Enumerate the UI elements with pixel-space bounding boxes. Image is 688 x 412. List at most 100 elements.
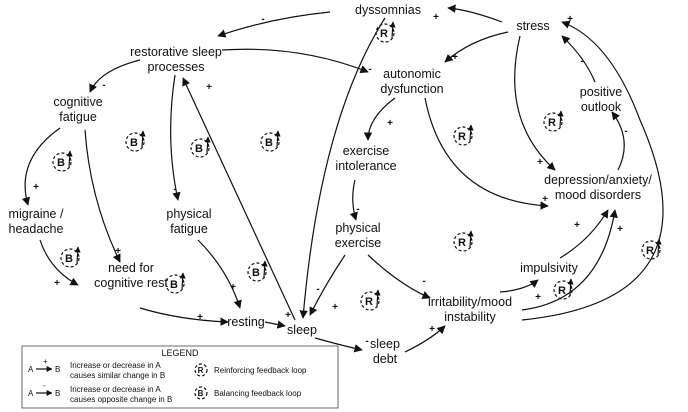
node-restorative-line1: restorative sleep [130, 45, 222, 59]
edges [21, 4, 664, 353]
node-debt-line1: sleep [370, 337, 400, 351]
loop-balancing-1: B [125, 130, 146, 152]
edge-stress-depression [514, 35, 556, 171]
svg-text:B: B [252, 267, 260, 279]
legend-pos-text-2: causes similar change in B [70, 371, 165, 380]
svg-text:+: + [617, 224, 623, 235]
loop-balancing-4: B [52, 150, 73, 172]
svg-text:B: B [195, 143, 203, 155]
node-exintol-line2: intolerance [335, 159, 396, 173]
node-impulsivity: impulsivity [520, 261, 578, 275]
node-stress: stress [516, 19, 549, 33]
svg-text:+: + [542, 194, 548, 205]
loop-reinforcing-4: R [453, 230, 474, 252]
edge-irrit-impuls [499, 279, 539, 293]
node-physfat-line1: physical [166, 207, 211, 221]
node-irrit-line2: instability [444, 310, 496, 324]
node-outlook-line1: positive [580, 85, 622, 99]
node-exintol-line1: exercise [343, 144, 390, 158]
legend-pos-b: B [55, 365, 60, 374]
edge-physex-irrit [367, 254, 431, 299]
svg-text:-: - [316, 284, 319, 295]
polarity-signs: + - + + - - + + + - - + - + + + + + + - … [33, 12, 628, 347]
svg-text:B: B [198, 389, 204, 398]
node-sleep: sleep [287, 323, 317, 337]
node-physfat-line2: fatigue [170, 222, 208, 236]
node-migraine-line1: migraine / [9, 207, 64, 221]
svg-text:R: R [458, 237, 466, 249]
svg-text:+: + [54, 278, 60, 289]
svg-text:+: + [574, 220, 580, 231]
svg-text:R: R [365, 296, 373, 308]
legend-pos-text-1: Increase or decrease in A [70, 361, 161, 370]
svg-text:+: + [115, 246, 121, 257]
node-physex-line2: exercise [335, 236, 382, 250]
legend-balancing-icon: B [194, 386, 208, 400]
svg-text:-: - [624, 126, 627, 137]
node-outlook-line2: outlook [581, 100, 622, 114]
legend-balancing-text: Balancing feedback loop [214, 389, 302, 398]
svg-text:-: - [102, 80, 105, 91]
svg-text:-: - [173, 184, 176, 195]
loop-reinforcing-7: R [553, 278, 574, 300]
svg-text:-: - [580, 56, 583, 67]
edge-restorative-cogfat [89, 59, 141, 93]
loop-reinforcing-6: R [360, 289, 381, 311]
edge-exintol-physex [349, 179, 358, 221]
loop-reinforcing-2: R [453, 124, 474, 146]
svg-text:B: B [265, 137, 273, 149]
nodes: dyssomnias stress restorative sleep proc… [9, 3, 653, 366]
node-debt-line2: debt [373, 352, 398, 366]
edge-cogfat-migraine [21, 127, 61, 206]
edge-needrest-resting [139, 307, 229, 326]
legend-neg-text-1: Increase or decrease in A [70, 385, 161, 394]
svg-text:R: R [458, 131, 466, 143]
node-resting: resting [227, 315, 265, 329]
svg-text:R: R [646, 245, 654, 257]
edge-irrit-depression [521, 209, 618, 311]
edge-outlook-stress [561, 35, 596, 83]
edge-sleep-restorative [182, 77, 296, 321]
svg-text:+: + [230, 282, 236, 293]
edge-impuls-depression [559, 209, 609, 259]
node-dyssomnias: dyssomnias [355, 3, 421, 17]
loop-reinforcing-5: R [641, 238, 662, 260]
svg-text:+: + [33, 182, 39, 193]
legend-neg-text-2: causes opposite change in B [70, 395, 172, 404]
svg-text:B: B [57, 157, 65, 169]
edge-physfat-resting [197, 239, 242, 309]
edge-stress-autonomic [444, 31, 509, 63]
svg-text:+: + [452, 52, 458, 63]
svg-text:-: - [422, 276, 425, 287]
loop-balancing-6: B [165, 272, 186, 294]
svg-text:R: R [558, 285, 566, 297]
node-migraine-line2: headache [9, 222, 64, 236]
loop-balancing-5: B [60, 246, 81, 268]
svg-text:R: R [548, 117, 556, 129]
loop-balancing-2: B [190, 136, 211, 158]
loop-balancing-3: B [260, 130, 281, 152]
node-depression-line2: mood disorders [555, 188, 641, 202]
edge-sleep-debt [314, 337, 363, 353]
svg-text:+: + [429, 324, 435, 335]
node-autonomic-line1: autonomic [383, 67, 441, 81]
loop-markers: R B B B B B B [52, 21, 662, 311]
node-physex-line1: physical [335, 221, 380, 235]
edge-resting-sleep [264, 320, 286, 329]
loop-balancing-7: B [247, 260, 268, 282]
svg-text:+: + [537, 157, 543, 168]
svg-text:-: - [368, 64, 371, 75]
legend-reinforcing-text: Reinforcing feedback loop [214, 366, 307, 375]
edge-stress-dyssomnias [447, 4, 503, 23]
svg-text:+: + [206, 82, 212, 93]
node-autonomic-line2: dysfunction [380, 82, 443, 96]
node-needrest-line1: need for [108, 261, 154, 275]
edge-depression-outlook [611, 111, 625, 171]
edge-restorative-autonomic [221, 48, 369, 74]
loop-reinforcing-3: R [543, 110, 564, 132]
node-cogfat-line2: fatigue [59, 110, 97, 124]
legend-neg-b: B [55, 389, 60, 398]
node-restorative-line2: processes [148, 60, 205, 74]
svg-text:B: B [130, 137, 138, 149]
legend-title: LEGEND [161, 348, 199, 358]
